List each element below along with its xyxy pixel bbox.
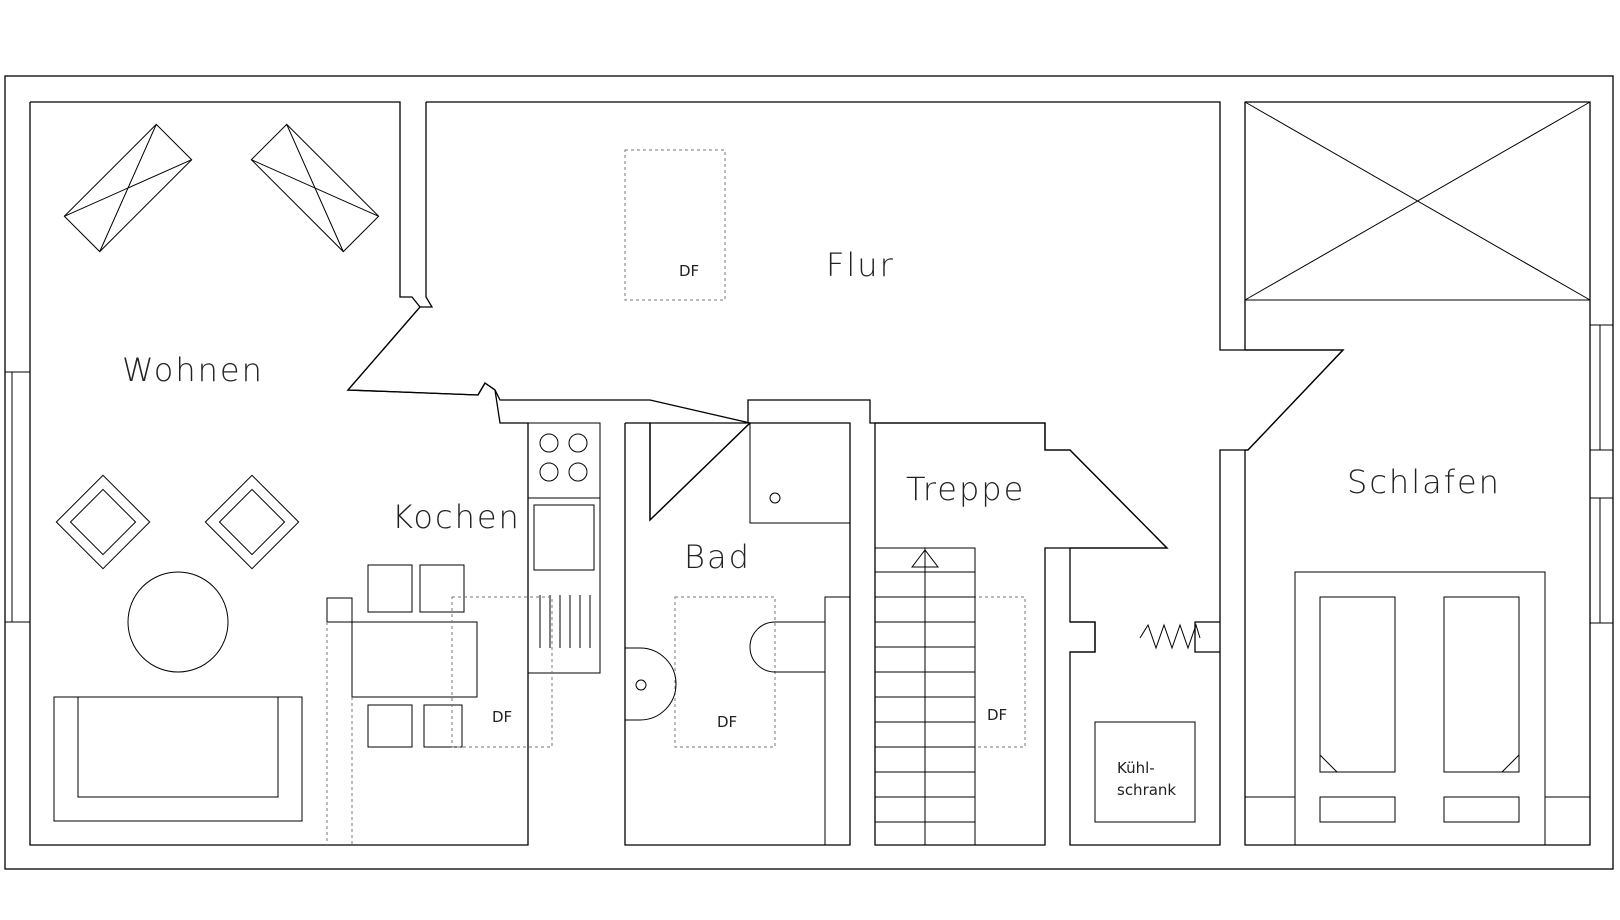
fridge-label-line1: Kühl- (1117, 759, 1155, 777)
bed-right (1443, 596, 1520, 773)
room-label-treppe: Treppe (906, 470, 1025, 508)
chair (419, 564, 465, 613)
chair (423, 704, 463, 748)
nightstand (1443, 796, 1520, 823)
skylight-label-treppe: DF (987, 706, 1007, 724)
bathtub-edge (824, 596, 851, 846)
window-wohnen (4, 371, 31, 623)
dining-table (351, 621, 478, 698)
stove (527, 422, 601, 499)
washbasin (749, 621, 825, 673)
skylight-flur (624, 149, 726, 301)
sofa-bed-2 (250, 123, 380, 253)
wardrobe-box (1244, 101, 1591, 301)
armchair-2 (204, 474, 300, 570)
heater (1139, 623, 1201, 650)
room-label-flur: Flur (826, 246, 895, 284)
shower-tray (749, 422, 851, 524)
kitchen-counter (527, 422, 601, 674)
wohnen-wall (29, 101, 529, 846)
sofa-outer (53, 696, 303, 822)
chair (367, 704, 413, 748)
window-schlafen (1589, 324, 1614, 451)
skylight-kochen (451, 596, 553, 748)
toilet (625, 647, 677, 721)
flur-wall (346, 101, 1345, 846)
skylight-label-flur: DF (679, 262, 699, 280)
bad-wall (624, 422, 851, 846)
fridge (1094, 721, 1196, 823)
room-label-wohnen: Wohnen (122, 351, 264, 389)
fridge-label-line2: schrank (1117, 781, 1176, 799)
staircase (874, 547, 976, 846)
double-bed (1294, 571, 1546, 846)
sofa-bed-1 (63, 123, 193, 253)
nook-wall (1070, 621, 1096, 653)
room-label-kochen: Kochen (392, 498, 521, 536)
room-label-bad: Bad (684, 538, 751, 576)
bed-left (1319, 596, 1396, 773)
skylight-label-kochen: DF (492, 708, 512, 726)
room-label-schlafen: Schlafen (1347, 463, 1501, 501)
sofa-inner (77, 696, 279, 798)
dishwasher-lines (539, 595, 591, 648)
sink (533, 504, 595, 571)
armchair-1 (55, 474, 151, 570)
round-table (127, 571, 229, 673)
nightstand (1319, 796, 1396, 823)
skylight-label-bad: DF (717, 713, 737, 731)
chair (367, 564, 413, 613)
